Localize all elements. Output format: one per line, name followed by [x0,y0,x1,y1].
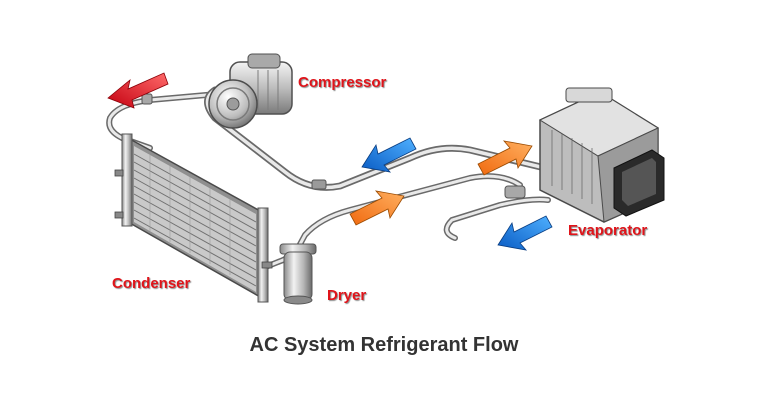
suction-return-arrow [361,137,417,173]
compressor-unit [208,53,293,129]
condenser-unit [114,133,273,303]
evaporator-label: Evaporator [568,222,648,239]
refrigerant-pipes [106,86,551,273]
flow-arrows [107,72,553,251]
evaporator-unit [538,87,665,223]
dryer-unit [279,243,317,305]
dryer-label: Dryer [327,287,367,304]
hot-gas-outlet-arrow [107,72,169,109]
diagram-title: AC System Refrigerant Flow [249,334,519,356]
condenser-label: Condenser [112,275,191,292]
evaporator-outlet-arrow [497,215,553,251]
liquid-line-arrow [349,190,405,226]
compressor-label: Compressor [298,74,387,91]
evaporator-inlet-arrow [477,140,533,176]
